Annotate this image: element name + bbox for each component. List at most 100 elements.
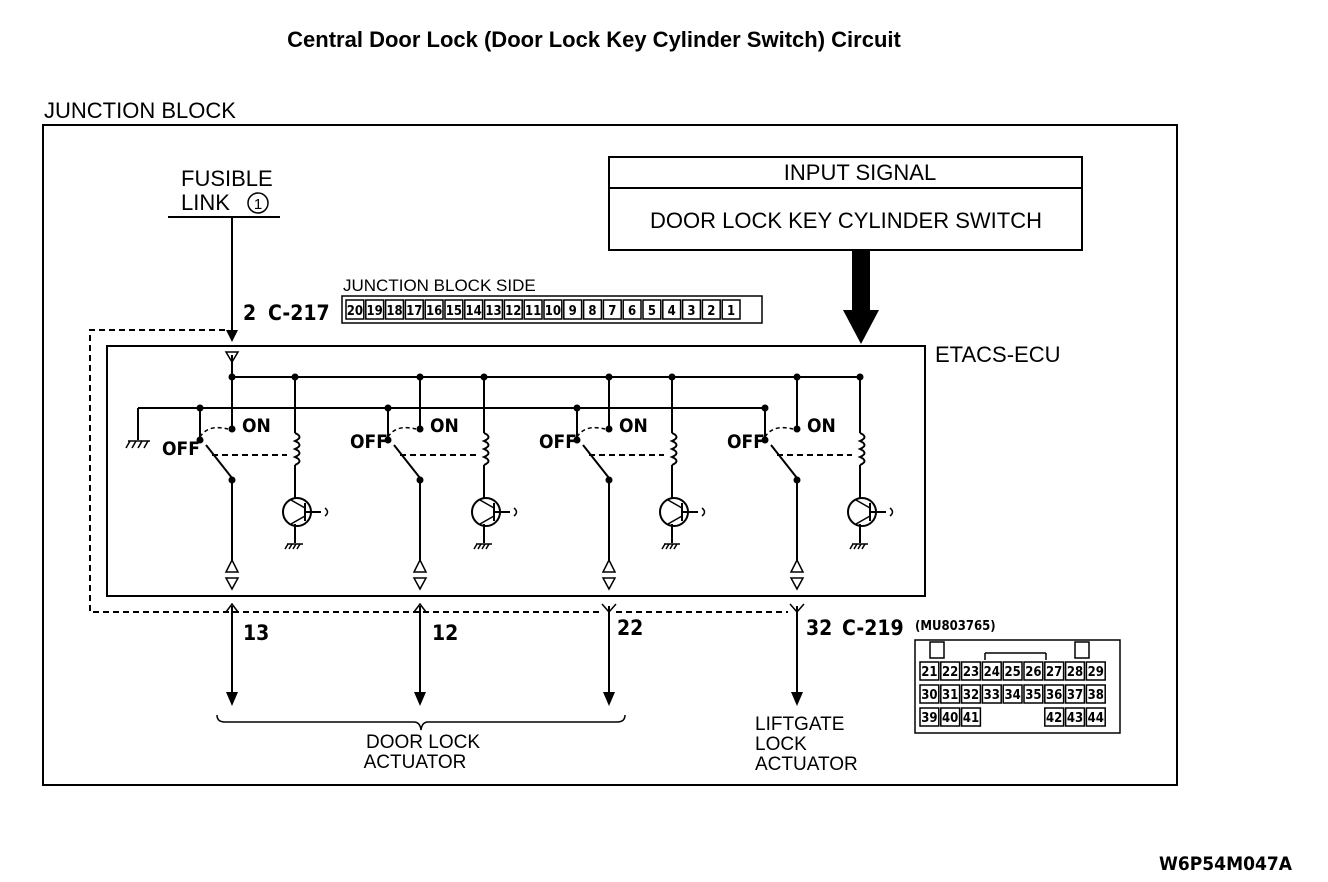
c219-pin-label: 22 — [942, 665, 958, 680]
c219-pin-cell — [919, 684, 940, 704]
junction-block-label: JUNCTION BLOCK — [44, 98, 236, 123]
c219-pin-cell — [1064, 707, 1086, 727]
liftgate-label-2: LOCK — [755, 734, 807, 755]
c217-pin-label: 13 — [485, 304, 501, 319]
c219-pin-cell — [960, 684, 982, 704]
c217-pin-cell — [681, 299, 702, 320]
c219-pin-label: 41 — [963, 711, 979, 726]
output-wire-13 — [225, 602, 239, 706]
c219-pin-label: 43 — [1067, 711, 1083, 726]
c217-pin-cell — [662, 299, 682, 320]
c217-pin-cell — [464, 299, 484, 320]
shield-line-left — [89, 329, 600, 613]
door-lock-actuator-label-1: DOOR LOCK — [366, 732, 480, 753]
c219-pin-label: 37 — [1067, 688, 1083, 703]
c217-pin-cell — [503, 299, 523, 320]
c219-pin-cell — [1023, 661, 1044, 681]
c217-pin-label: 17 — [406, 304, 422, 319]
switch-on-label: ON — [619, 415, 648, 437]
figure-code: W6P54M047A — [1159, 853, 1293, 875]
c217-pin-cell — [365, 299, 385, 320]
c219-pin-label: 39 — [921, 711, 937, 726]
c219-pin-cell — [960, 661, 982, 681]
output-wire-12 — [413, 602, 427, 706]
liftgate-label-1: LIFTGATE — [755, 714, 844, 735]
c219-pin-cell — [1085, 707, 1106, 727]
c219-pin-label: 36 — [1046, 688, 1062, 703]
c217-pin-label: 10 — [545, 304, 561, 319]
liftgate-lock-actuator: LIFTGATE LOCK ACTUATOR — [755, 714, 858, 775]
c219-pin-cell — [940, 661, 961, 681]
c219-pin-label: 28 — [1067, 665, 1083, 680]
c217-pin-label: 20 — [347, 304, 363, 319]
c219-id: C-219 — [842, 616, 904, 640]
c219-pin-cell — [1085, 661, 1106, 681]
c217-pin-label: 3 — [687, 304, 695, 319]
c219-pin-label: 27 — [1046, 665, 1062, 680]
c219-pin-cell — [981, 684, 1002, 704]
c219-pin-label: 29 — [1088, 665, 1104, 680]
switch-on-label: ON — [430, 415, 459, 437]
c217-pin-label: 14 — [466, 304, 482, 319]
fusible-link-number-circle — [247, 192, 269, 214]
switch-off-label: OFF — [350, 431, 388, 453]
c217-pin-cell — [642, 299, 662, 320]
c217-pin-cell — [404, 299, 424, 320]
c219-pin-label: 35 — [1025, 688, 1041, 703]
c219-pin-cell — [1044, 684, 1065, 704]
c219-pin-cell — [1002, 661, 1023, 681]
fusible-link-label-2: LINK — [181, 190, 230, 215]
c219-pin-cell — [1085, 684, 1106, 704]
c217-id: C-217 — [268, 301, 330, 325]
door-lock-actuator-label-2: ACTUATOR — [364, 752, 467, 773]
c217-pin-cell — [563, 299, 583, 320]
switch-unit-2: ON OFF — [350, 373, 518, 591]
c217-pin-label: 19 — [367, 304, 383, 319]
c217-pin-label: 6 — [628, 304, 636, 319]
switch-off-label: OFF — [539, 431, 577, 453]
c219-part-number: (MU803765) — [915, 619, 996, 634]
output-pin-12: 12 — [432, 621, 458, 645]
c219-pin-label: 31 — [942, 688, 958, 703]
c219-pin-cell — [1044, 707, 1065, 727]
c219-pin-label: 21 — [921, 665, 937, 680]
c219-pin-cell — [940, 684, 961, 704]
c219-pin-label: 34 — [1004, 688, 1020, 703]
c217-pin-cell — [444, 299, 464, 320]
c217-pin-label: 8 — [588, 304, 596, 319]
c217-pin-cell — [345, 299, 365, 320]
c217-pin-label: 2 — [707, 304, 715, 319]
switch-unit-3: ON OFF — [539, 373, 706, 591]
c217-pin-label: 5 — [648, 304, 656, 319]
input-signal-header: INPUT SIGNAL — [784, 160, 936, 185]
c219-pin-label: 42 — [1046, 711, 1062, 726]
c219-pin-label: 24 — [984, 665, 1000, 680]
c217-pin-cell — [384, 299, 405, 320]
c217-pin-label: 18 — [386, 304, 402, 319]
junction-block-outline — [42, 124, 1178, 786]
c217-pin-label: 9 — [569, 304, 577, 319]
c219-pin-cell — [960, 707, 982, 727]
c219-pin-label: 33 — [984, 688, 1000, 703]
c219-pin-cell — [940, 707, 961, 727]
output-pin-22: 22 — [617, 616, 643, 640]
c217-pin-label: 11 — [525, 304, 541, 319]
c219-pin-label: 40 — [942, 711, 958, 726]
c217-pin-cell — [701, 299, 721, 320]
c219-pin-cell — [1023, 684, 1044, 704]
output-pin-32: 32 — [806, 616, 832, 640]
input-signal-box: INPUT SIGNAL DOOR LOCK KEY CYLINDER SWIT… — [608, 156, 1083, 344]
door-lock-actuator: DOOR LOCK ACTUATOR — [216, 714, 626, 773]
c219-pin-label: 25 — [1004, 665, 1020, 680]
c219-pin-label: 23 — [963, 665, 979, 680]
diagram-title: Central Door Lock (Door Lock Key Cylinde… — [287, 27, 901, 52]
outputs: 13 12 22 32 C-219 (MU803765) — [243, 616, 996, 645]
c219-pin-label: 26 — [1025, 665, 1041, 680]
c217-pin-cell — [602, 299, 622, 320]
c217-pin-number: 2 — [243, 301, 256, 325]
c219-pin-label: 30 — [921, 688, 937, 703]
c217-pin-cell — [523, 299, 543, 320]
